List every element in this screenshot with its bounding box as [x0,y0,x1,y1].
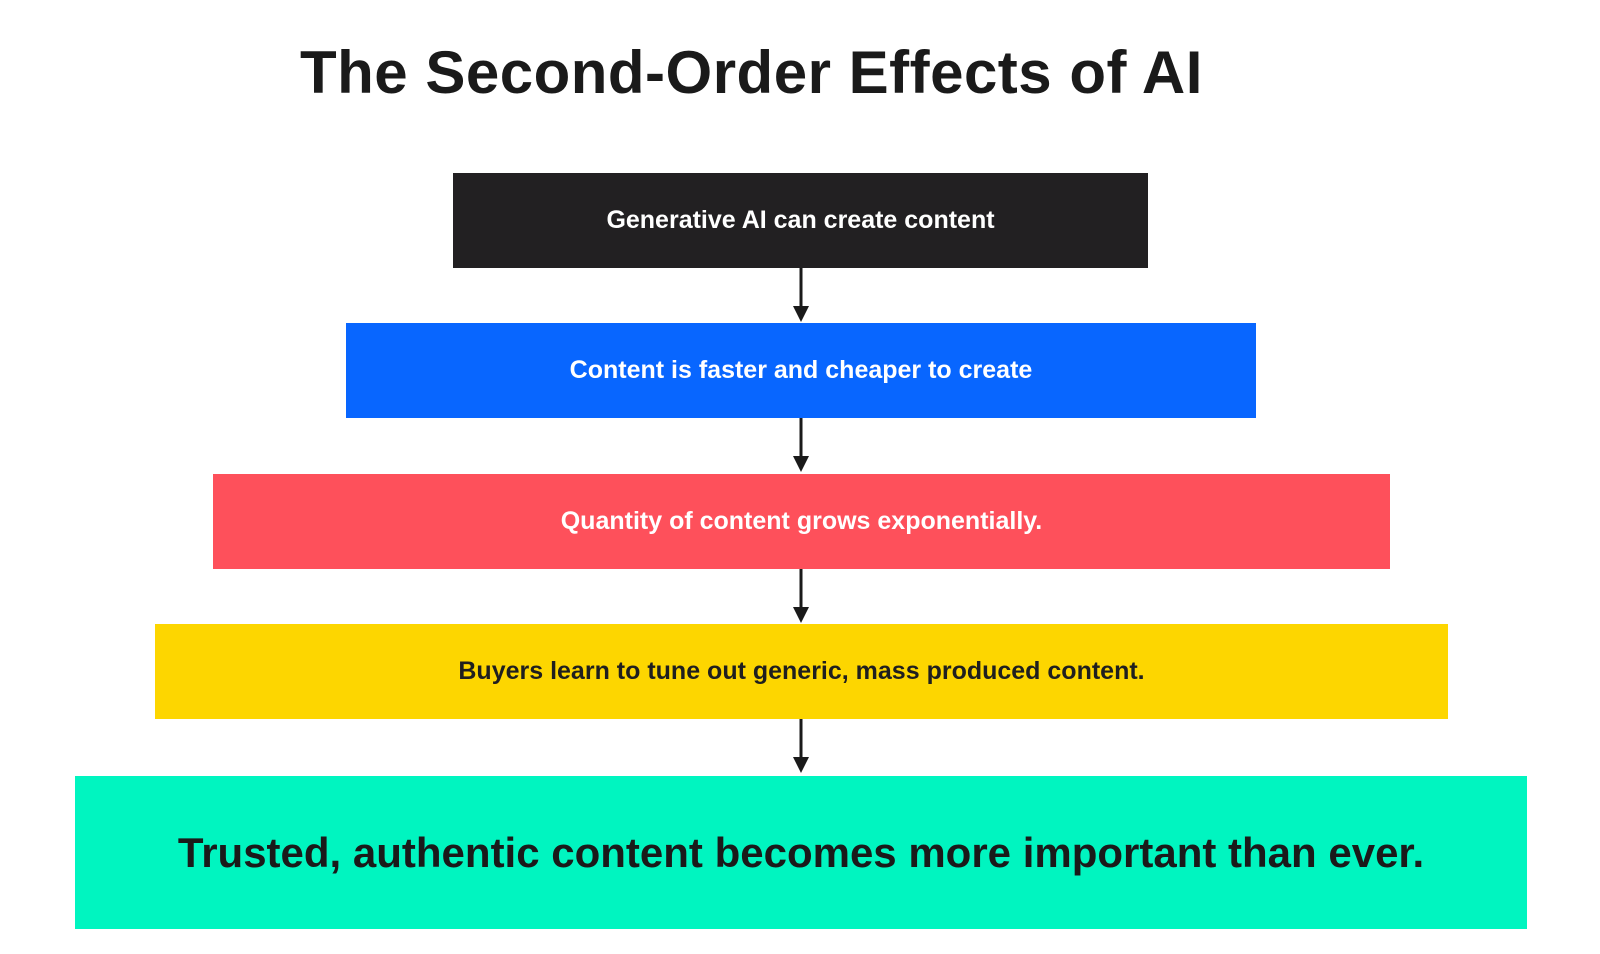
page-title: The Second-Order Effects of AI [300,39,1203,106]
conclusion-box: Trusted, authentic content becomes more … [75,776,1527,929]
conclusion-label: Trusted, authentic content becomes more … [177,828,1425,876]
arrow-down-icon [793,418,809,472]
step-1-box: Generative AI can create content [453,173,1148,268]
step-2-label: Content is faster and cheaper to create [569,356,1033,384]
step-2-box: Content is faster and cheaper to create [346,323,1256,418]
arrow-down-icon [793,719,809,773]
step-4-box: Buyers learn to tune out generic, mass p… [155,624,1448,719]
step-3-box: Quantity of content grows exponentially. [213,474,1390,569]
step-1-label: Generative AI can create content [606,206,995,234]
step-4-label: Buyers learn to tune out generic, mass p… [458,657,1145,685]
step-3-label: Quantity of content grows exponentially. [560,507,1043,535]
arrow-down-icon [793,268,809,322]
arrow-down-icon [793,569,809,623]
